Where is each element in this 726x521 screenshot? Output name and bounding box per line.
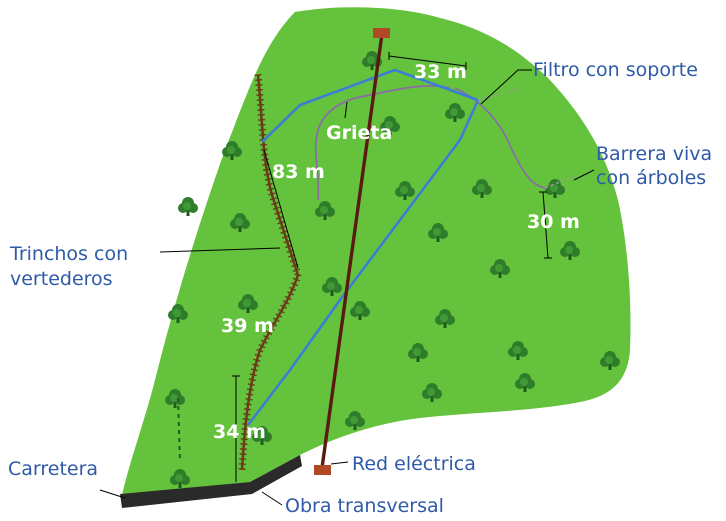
label-filtro: Filtro con soporte (533, 59, 698, 81)
trincho-tick (255, 75, 262, 76)
label-trinchos-2: vertederos (10, 268, 113, 290)
pole-top (373, 28, 390, 38)
label-trinchos-1: Trinchos con (9, 243, 128, 265)
label-grieta: Grieta (326, 122, 392, 144)
label-obra: Obra transversal (285, 495, 444, 517)
tree-icon (178, 197, 198, 216)
pole-bottom (314, 465, 331, 475)
trincho-tick (240, 449, 247, 450)
trincho-tick (243, 414, 250, 415)
trincho-tick (259, 135, 266, 136)
trincho-tick (240, 454, 247, 455)
measure-34: 34 m (213, 421, 266, 443)
trincho-tick (261, 154, 268, 155)
trincho-tick (243, 419, 250, 420)
trincho-tick (244, 409, 251, 410)
label-carretera: Carretera (8, 458, 98, 480)
trincho-tick (260, 144, 267, 145)
trincho-tick (256, 85, 263, 86)
trincho-tick (256, 90, 263, 91)
label-red: Red eléctrica (352, 453, 476, 475)
trincho-tick (259, 130, 266, 131)
label-barrera-2: con árboles (596, 167, 706, 189)
measure-83: 83 m (272, 161, 325, 183)
trincho-tick (262, 159, 269, 160)
trincho-tick (255, 80, 262, 81)
trincho-tick (256, 95, 263, 96)
trincho-tick (240, 444, 247, 445)
trincho-tick (257, 100, 264, 101)
trincho-tick (258, 125, 265, 126)
label-barrera-1: Barrera viva (596, 143, 712, 165)
measure-39: 39 m (221, 315, 274, 337)
trincho-tick (245, 404, 252, 405)
measure-30: 30 m (527, 211, 580, 233)
measure-33: 33 m (414, 61, 467, 83)
